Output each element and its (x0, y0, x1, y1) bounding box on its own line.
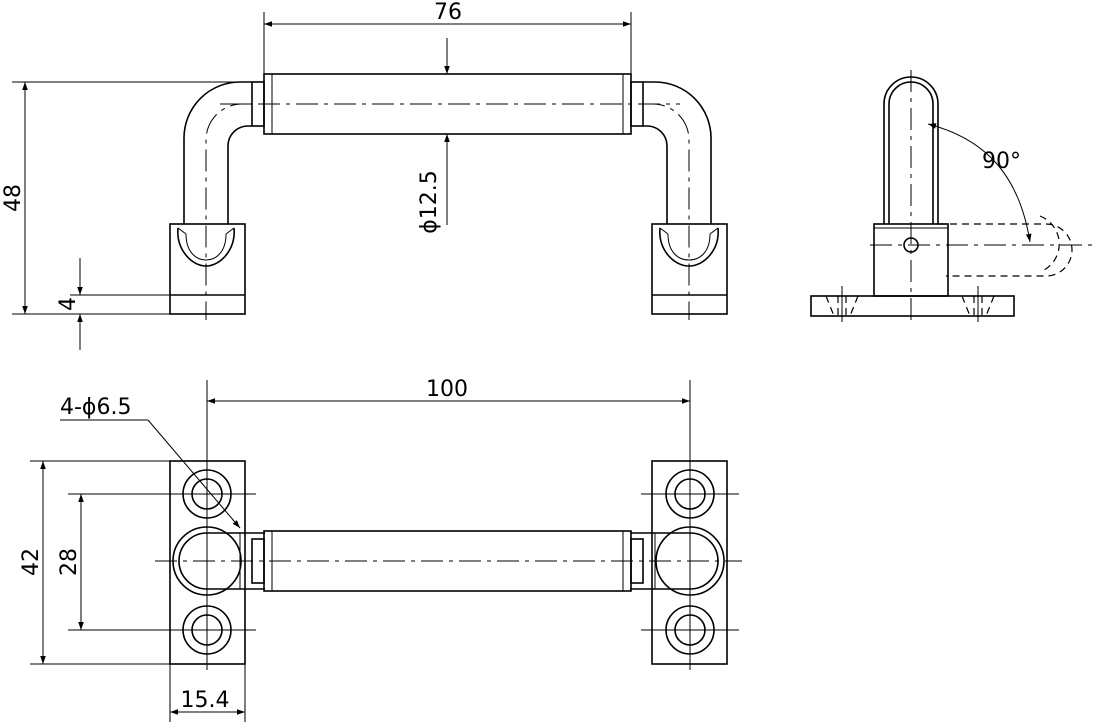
dim-28-label: 28 (57, 548, 82, 576)
side-base-plate (810, 295, 1015, 317)
dim-diameter-label: ϕ12.5 (417, 170, 442, 234)
dim-15-4-label: 15.4 (181, 688, 230, 713)
left-bend-outer (183, 81, 252, 224)
angle-label: 90° (982, 149, 1021, 174)
side-view: 90° (810, 70, 1095, 322)
right-bend-inner (643, 125, 668, 224)
right-bracket (651, 223, 728, 315)
right-bend-outer (643, 81, 712, 224)
dim-76-label: 76 (434, 0, 462, 25)
left-bracket (169, 223, 246, 315)
angle-arc (927, 123, 1032, 243)
dim-4-label: 4 (56, 297, 81, 311)
hole-note-label: 4-ϕ6.5 (60, 395, 131, 420)
hole-note-leader (147, 419, 241, 529)
rotated-handle-hidden (938, 223, 1073, 277)
front-view: 76 48 4 ϕ12.5 (1, 0, 728, 350)
dim-42-label: 42 (19, 548, 44, 576)
top-view: 100 4-ϕ6.5 42 28 15.4 (19, 377, 742, 722)
left-boss (178, 532, 265, 590)
dim-48-label: 48 (1, 184, 26, 212)
dim-100-label: 100 (426, 377, 468, 402)
left-bend-inner (227, 125, 252, 224)
